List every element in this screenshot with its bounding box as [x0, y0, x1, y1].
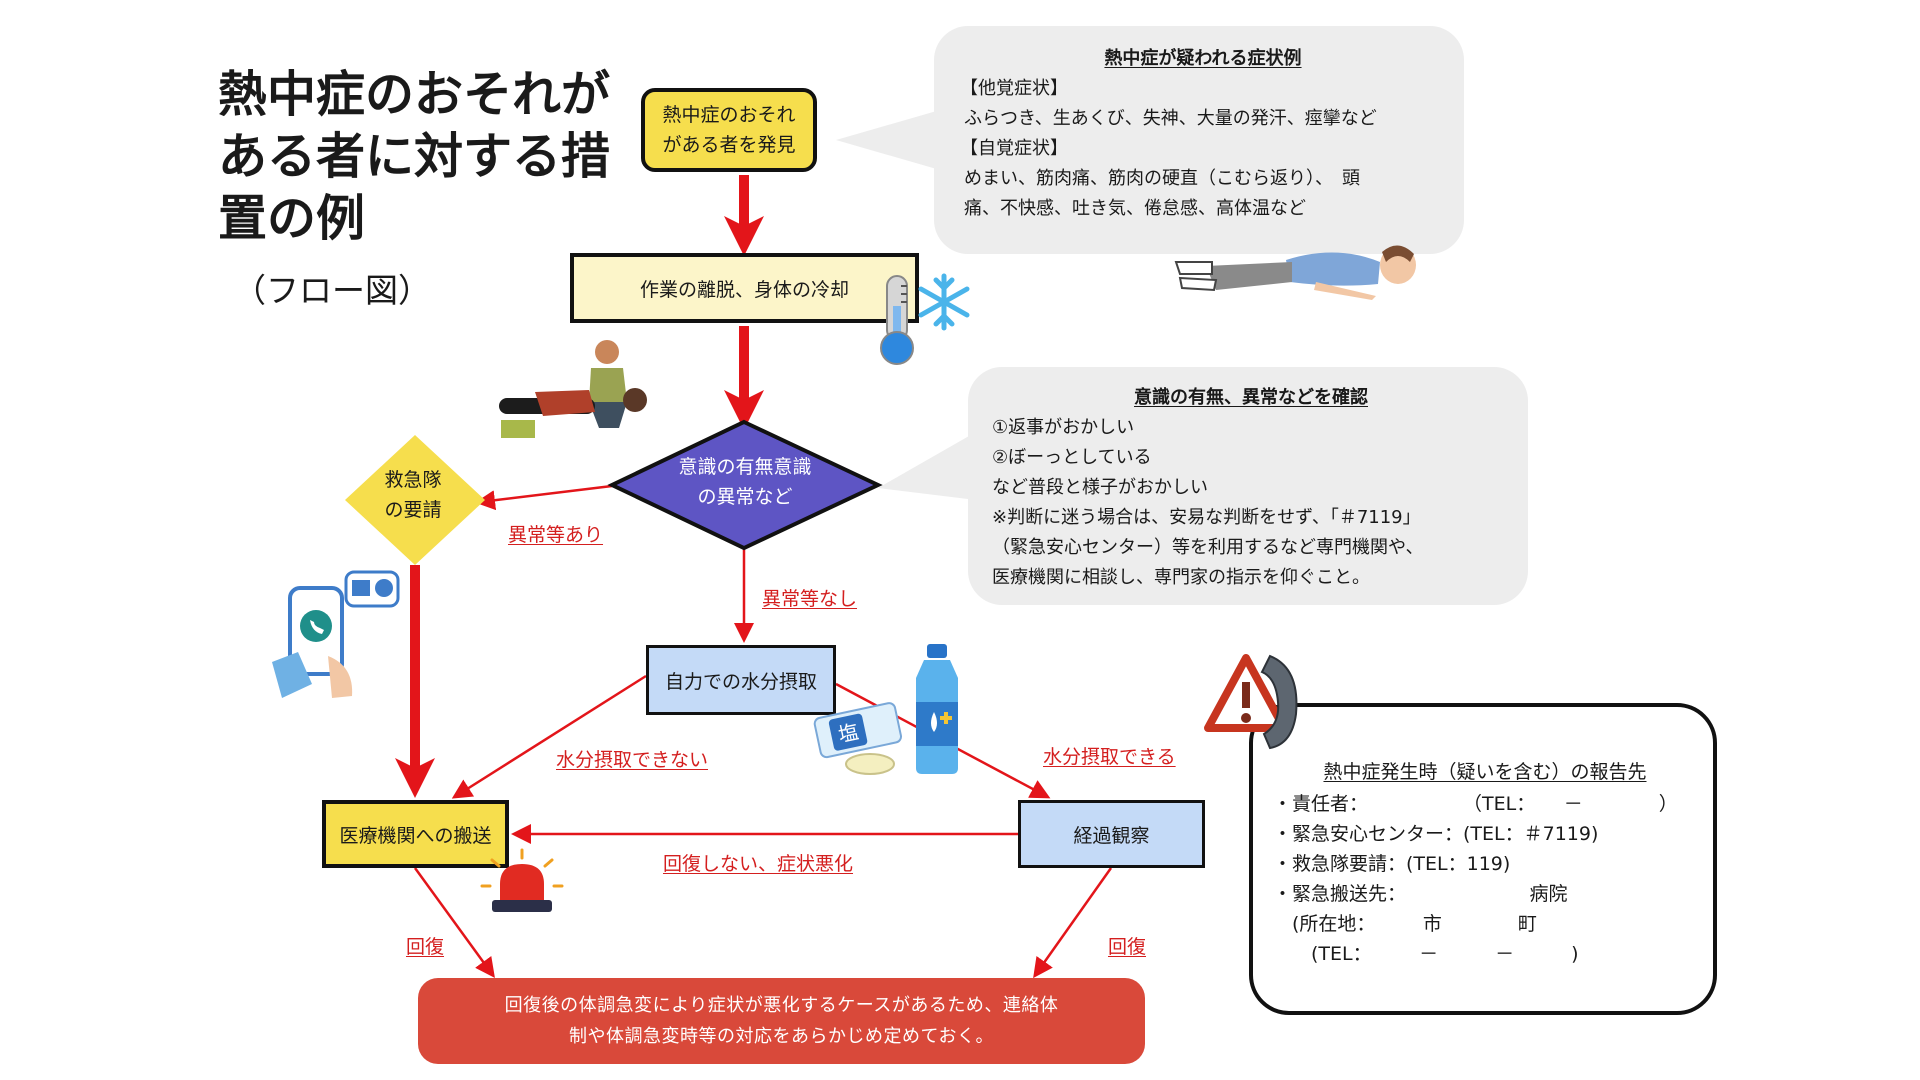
- report-line-destination: ・緊急搬送先： 病院: [1273, 883, 1568, 905]
- node-discover-person-label: 熱中症のおそれがある者を発見: [662, 104, 796, 156]
- page-title: 熱中症のおそれがある者に対する措置の例: [218, 66, 611, 247]
- consciousness-bubble-title: 意識の有無、異常などを確認: [1134, 387, 1368, 408]
- consciousness-line1: ①返事がおかしい: [992, 417, 1135, 438]
- subjective-symptoms-line2: 痛、不快感、吐き気、倦怠感、高体温など: [964, 198, 1306, 219]
- warning-phone-icon: [1204, 654, 1298, 750]
- report-line-center: ・緊急安心センター：(TEL：＃7119): [1273, 823, 1599, 845]
- subjective-symptoms-line1: めまい、筋肉痛、筋肉の硬直（こむら返り）、 頭: [964, 168, 1360, 189]
- report-title: 熱中症発生時（疑いを含む）の報告先: [1323, 761, 1647, 783]
- svg-text:塩: 塩: [836, 719, 861, 747]
- consciousness-line3: など普段と様子がおかしい: [992, 477, 1208, 498]
- report-line-manager: ・責任者： （TEL： － ）: [1273, 793, 1678, 815]
- objective-symptoms-heading: 【他覚症状】: [960, 78, 1068, 99]
- edge-label-no-recovery: 回復しない、症状悪化: [663, 853, 854, 875]
- snowflake-icon: [918, 273, 970, 331]
- node-observation-label: 経過観察: [1073, 824, 1150, 847]
- edge-label-cannot-drink: 水分摂取できない: [556, 749, 709, 771]
- siren-icon: [480, 848, 564, 912]
- node-self-hydration: 自力での水分摂取: [646, 645, 836, 715]
- thermometer-icon: [880, 275, 914, 365]
- symptoms-bubble-tail: [836, 110, 940, 170]
- symptoms-bubble: 熱中症が疑われる症状例 【他覚症状】 ふらつき、生あくび、失神、大量の発汗、痙攣…: [934, 26, 1464, 254]
- consciousness-bubble-tail: [878, 432, 976, 500]
- arrow-hospital-to-final: [413, 867, 495, 979]
- caregiver-icon: [499, 340, 647, 438]
- objective-symptoms-text: ふらつき、生あくび、失神、大量の発汗、痙攣など: [964, 108, 1377, 129]
- report-contacts-box: 熱中症発生時（疑いを含む）の報告先 ・責任者： （TEL： － ） ・緊急安心セ…: [1249, 703, 1717, 1015]
- node-check-consciousness-label: 意識の有無意識の異常など: [678, 456, 812, 508]
- subjective-symptoms-heading: 【自覚症状】: [960, 138, 1068, 159]
- node-check-consciousness: 意識の有無意識の異常など: [640, 452, 850, 512]
- node-request-ambulance-label: 救急隊の要請: [384, 469, 442, 521]
- edge-label-can-drink: 水分摂取できる: [1043, 746, 1176, 768]
- water-bottle-icon: [916, 644, 958, 774]
- phone-call-icon: [272, 570, 400, 698]
- edge-label-recovery-left: 回復: [406, 936, 445, 958]
- node-transport-hospital-label: 医療機関への搬送: [339, 824, 492, 847]
- node-request-ambulance: 救急隊の要請: [368, 465, 458, 525]
- collapsed-person-icon: [1174, 245, 1416, 300]
- consciousness-diamond: [607, 419, 883, 551]
- consciousness-line4: ※判断に迷う場合は、安易な判断をせず、「＃7119」: [992, 507, 1421, 528]
- edge-label-normal: 異常等なし: [762, 588, 858, 610]
- ambulance-diamond: [345, 435, 485, 565]
- node-stop-work-cool-body-label: 作業の離脱、身体の冷却: [639, 278, 849, 301]
- consciousness-line2: ②ぼーっとしている: [992, 447, 1152, 468]
- node-observation: 経過観察: [1018, 800, 1205, 868]
- edge-label-recovery-right: 回復: [1108, 936, 1147, 958]
- node-final-note-label: 回復後の体調急変により症状が悪化するケースがあるため、連絡体制や体調急変時等の対…: [504, 995, 1059, 1047]
- report-line-ambulance: ・救急隊要請：(TEL：119): [1273, 853, 1511, 875]
- salt-candy-icon: 塩: [813, 702, 902, 775]
- node-self-hydration-label: 自力での水分摂取: [664, 670, 817, 693]
- page-subtitle: （フロー図）: [233, 271, 431, 310]
- node-final-note: 回復後の体調急変により症状が悪化するケースがあるため、連絡体制や体調急変時等の対…: [418, 978, 1145, 1064]
- node-stop-work-cool-body: 作業の離脱、身体の冷却: [570, 253, 919, 323]
- consciousness-line5: （緊急安心センター）等を利用するなど専門機関や、: [992, 537, 1424, 558]
- report-line-tel: (TEL： － － ): [1273, 943, 1579, 965]
- consciousness-bubble: 意識の有無、異常などを確認 ①返事がおかしい ②ぼーっとしている など普段と様子…: [968, 367, 1528, 605]
- report-line-address: (所在地： 市 町: [1273, 913, 1537, 935]
- node-transport-hospital: 医療機関への搬送: [322, 800, 509, 868]
- consciousness-line6: 医療機関に相談し、専門家の指示を仰ぐこと。: [992, 567, 1370, 588]
- symptoms-bubble-title: 熱中症が疑われる症状例: [1104, 48, 1302, 69]
- arrow-observation-to-final: [1033, 867, 1113, 979]
- arrow-self-hydration-to-hospital: [451, 674, 647, 799]
- node-discover-person: 熱中症のおそれがある者を発見: [641, 88, 817, 172]
- edge-label-abnormal: 異常等あり: [508, 524, 604, 546]
- arrow-consciousness-to-ambulance: [475, 484, 613, 511]
